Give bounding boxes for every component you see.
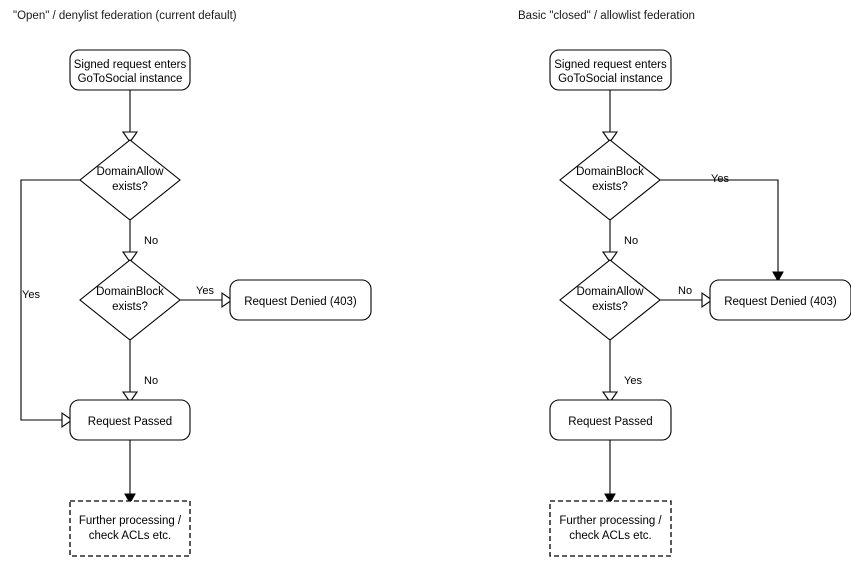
- node-decision-domainblock-left-label-line2: exists?: [112, 301, 148, 313]
- edge-label-domainallow-no-right: No: [678, 285, 692, 297]
- diagram-closed-allowlist: Basic "closed" / allowlist federation Si…: [518, 10, 851, 557]
- arrowhead-open-icon: [121, 251, 139, 263]
- edge-label-domainblock-yes-right: Yes: [711, 173, 729, 185]
- edge-start-to-domainallow-left: [121, 90, 139, 143]
- node-decision-domainblock-right-label-line1: DomainBlock: [576, 166, 644, 178]
- node-decision-domainallow-right-shape: [559, 259, 661, 341]
- edge-label-domainallow-yes-right: Yes: [624, 375, 642, 387]
- edge-label-domainblock-no-left: No: [144, 375, 158, 387]
- node-request-denied-left-label: Request Denied (403): [244, 296, 357, 308]
- diagram-open-denylist: "Open" / denylist federation (current de…: [13, 10, 372, 557]
- node-further-processing-left-shape: [69, 500, 191, 557]
- node-decision-domainallow-right: DomainAllow exists?: [559, 259, 661, 341]
- edge-domainblock-no-right: No: [601, 220, 638, 263]
- node-further-processing-right-label-line1: Further processing /: [559, 515, 662, 527]
- node-decision-domainblock-left-shape: [79, 259, 181, 341]
- arrowhead-open-icon: [61, 411, 73, 429]
- node-decision-domainblock-right-shape: [559, 139, 661, 221]
- arrowhead-solid-icon: [772, 271, 784, 283]
- arrowhead-open-icon: [121, 131, 139, 143]
- arrowhead-solid-icon: [604, 493, 616, 505]
- node-start-right-label-line1: Signed request enters: [554, 59, 667, 71]
- arrowhead-open-icon: [601, 391, 619, 403]
- edge-label-domainblock-no-right: No: [624, 235, 638, 247]
- edge-domainblock-yes-left: Yes: [180, 285, 233, 309]
- node-further-processing-right-shape: [549, 500, 672, 557]
- edge-domainallow-yes-left: Yes: [20, 179, 80, 429]
- node-decision-domainblock-right-label-line2: exists?: [592, 181, 628, 193]
- edge-domainblock-yes-right: Yes: [660, 173, 784, 283]
- edge-passed-to-further-left: [124, 440, 136, 505]
- node-further-processing-left: Further processing / check ACLs etc.: [69, 500, 191, 557]
- node-start-left: Signed request enters GoToSocial instanc…: [69, 49, 191, 91]
- node-request-denied-right: Request Denied (403): [709, 279, 851, 321]
- arrowhead-open-icon: [121, 391, 139, 403]
- node-decision-domainallow-right-label-line2: exists?: [592, 301, 628, 313]
- node-further-processing-right: Further processing / check ACLs etc.: [549, 500, 672, 557]
- edge-label-domainallow-yes-left: Yes: [22, 289, 40, 301]
- arrowhead-open-icon: [221, 291, 233, 309]
- edge-label-domainallow-no-left: No: [144, 235, 158, 247]
- node-request-denied-left: Request Denied (403): [229, 279, 372, 321]
- node-decision-domainallow-left-shape: [79, 139, 181, 221]
- node-decision-domainblock-right: DomainBlock exists?: [559, 139, 661, 221]
- node-decision-domainallow-left-label-line2: exists?: [112, 181, 148, 193]
- node-start-right: Signed request enters GoToSocial instanc…: [549, 49, 672, 91]
- arrowhead-open-icon: [601, 131, 619, 143]
- arrowhead-solid-icon: [124, 493, 136, 505]
- node-decision-domainblock-left-label-line1: DomainBlock: [96, 286, 164, 298]
- node-request-denied-right-label: Request Denied (403): [724, 296, 837, 308]
- node-start-left-label-line2: GoToSocial instance: [78, 73, 183, 85]
- node-request-denied-right-shape: [709, 279, 851, 321]
- edge-label-domainblock-yes-left: Yes: [196, 285, 214, 297]
- node-request-denied-left-shape: [229, 279, 372, 321]
- node-decision-domainallow-left-label-line1: DomainAllow: [96, 166, 164, 178]
- edge-domainallow-no-right: No: [660, 285, 713, 309]
- node-decision-domainallow-left: DomainAllow exists?: [79, 139, 181, 221]
- node-request-passed-right-label: Request Passed: [568, 416, 652, 428]
- node-further-processing-left-label-line2: check ACLs etc.: [89, 530, 171, 542]
- node-decision-domainallow-right-label-line1: DomainAllow: [576, 286, 644, 298]
- edge-domainallow-yes-right: Yes: [601, 340, 642, 403]
- edge-start-to-domainblock-right: [601, 90, 619, 143]
- arrowhead-open-icon: [601, 251, 619, 263]
- node-request-passed-left-label: Request Passed: [88, 416, 172, 428]
- edge-domainallow-no-left: No: [121, 220, 158, 263]
- node-start-left-label-line1: Signed request enters: [74, 59, 187, 71]
- node-request-passed-right: Request Passed: [549, 399, 672, 441]
- arrowhead-open-icon: [701, 291, 713, 309]
- diagram-title-closed-allowlist: Basic "closed" / allowlist federation: [518, 10, 695, 22]
- node-start-right-label-line2: GoToSocial instance: [558, 73, 663, 85]
- node-further-processing-right-label-line2: check ACLs etc.: [569, 530, 651, 542]
- diagram-title-open-denylist: "Open" / denylist federation (current de…: [13, 10, 237, 22]
- node-further-processing-left-label-line1: Further processing /: [79, 515, 182, 527]
- edge-passed-to-further-right: [604, 440, 616, 505]
- node-request-passed-left: Request Passed: [69, 399, 191, 441]
- node-decision-domainblock-left: DomainBlock exists?: [79, 259, 181, 341]
- edge-domainblock-no-left: No: [121, 340, 158, 403]
